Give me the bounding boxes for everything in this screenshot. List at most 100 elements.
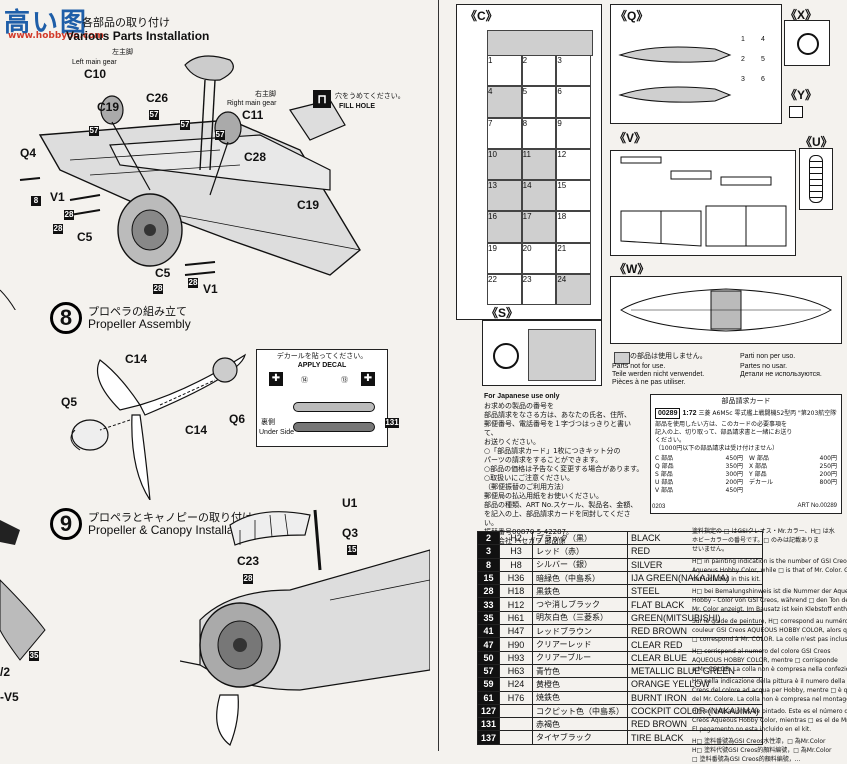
left-main-gear-jp: 左主脚	[112, 48, 133, 56]
paint-note-line: Aqueous Hobby Color, while □ is that of …	[692, 567, 847, 574]
paint-number: 47	[476, 637, 501, 652]
fill-hole-en: FILL HOLE	[339, 103, 376, 110]
paint-aqueous-code: H61	[499, 610, 534, 626]
paint-note-line: AQUEOUS HOBBY COLOR, mentre □ corrispond…	[692, 657, 838, 664]
order-line: を記入の上、部品請求カードを同封してください。	[484, 510, 631, 527]
paint-note-line: not included in this kit.	[692, 576, 761, 583]
paint-aqueous-code	[499, 730, 534, 745]
paint-number: 59	[476, 677, 501, 692]
paint-name-jp: タイヤブラック	[532, 730, 629, 745]
paint-callout-35: 35	[29, 651, 39, 661]
label-c23: C23	[237, 554, 260, 568]
paint-number: 28	[476, 584, 501, 599]
sprue-c-cell: 22	[487, 273, 522, 305]
paint-name-jp: 明灰白色（三菱系）	[532, 610, 629, 626]
not-used-en: Parts not for use.	[612, 363, 666, 370]
not-used-es2: Partes no usar.	[740, 363, 788, 370]
paint-callout-28-b: 28	[64, 210, 74, 220]
not-used-fr: Pièces à ne pas utiliser.	[612, 379, 686, 386]
sprue-s-label: 《S》	[486, 306, 519, 320]
sprue-v	[610, 150, 796, 256]
watermark-brand: 高い图	[4, 8, 89, 38]
order-line: 部品の種類、ART No.スケール、製品名、金額、	[484, 501, 638, 509]
paint-callout-57-b: 57	[149, 110, 159, 120]
order-line: ○「部品請求カード」1枚につきキット分の	[484, 447, 621, 455]
paint-number: 57	[476, 663, 501, 679]
paint-note-line: Mr. Color anzeigt. Im Bausatz ist kein K…	[692, 606, 847, 613]
sprue-c-cell: 13	[487, 180, 522, 212]
not-used-de: Teile werden nicht verwendet.	[612, 371, 705, 378]
sprue-c-cell: 12	[556, 148, 591, 180]
watermark-logo: 高い图 www.hobbyoo.com	[0, 0, 104, 42]
paint-note-line: □ correspond à Mr. COLOR. La colle n'est…	[692, 636, 847, 643]
paint-aqueous-code: H90	[499, 637, 534, 652]
not-used-jp: の部品は使用しません。	[630, 352, 707, 360]
right-main-gear-en: Right main gear	[227, 100, 277, 107]
sprue-c-cell: 18	[556, 211, 591, 243]
paint-name-jp: レッド（赤）	[532, 544, 629, 559]
step9-aircraft-illustration	[180, 509, 430, 746]
sprue-c-cell: 14	[521, 180, 557, 212]
sprue-c-label: 《C》	[465, 9, 498, 23]
label-c14-a: C14	[125, 352, 148, 366]
sprue-u-label: 《U》	[800, 135, 833, 149]
label-q5: Q5	[61, 395, 78, 409]
paint-number: 15	[476, 570, 501, 586]
order-line: （郵便振替のご利用方法）	[484, 483, 568, 491]
paint-aqueous-code: H93	[499, 650, 534, 665]
fill-hole-jp: 穴をうめてください。	[335, 92, 405, 100]
paint-aqueous-code: H63	[499, 663, 534, 679]
paint-aqueous-code: H3	[499, 544, 534, 559]
sprue-c-cell: 16	[487, 211, 522, 243]
paint-number: 35	[476, 610, 501, 626]
paint-note-line: del Mr. Colore. La colla non è compresa …	[692, 696, 847, 703]
paint-note-line: H□ in painting indication is the number …	[692, 558, 847, 565]
label-c5-b: C5	[155, 266, 171, 280]
order-info-text: お求めの製品の番号を 部品請求をなさる方は、あなたの氏名、住所、 郵便番号、電話…	[484, 402, 644, 546]
paint-name-jp: クリアーブルー	[532, 650, 629, 665]
paint-note-line: ホビーカラーの番号です。□ のみは記載ありま	[692, 537, 819, 544]
paint-number: 2	[476, 530, 501, 546]
sprue-c-cell: 6	[556, 86, 591, 118]
paint-callout-57-c: 57	[180, 120, 190, 130]
paint-aqueous-code	[499, 703, 534, 719]
sprue-c-cell: 4	[487, 86, 522, 118]
sprue-c-cell: 19	[487, 242, 522, 274]
step8-title-en: Propeller Assembly	[88, 317, 191, 331]
sprue-c-cell: 17	[521, 211, 557, 243]
paint-name-jp: つや消しブラック	[532, 597, 629, 612]
paint-name-jp: 焼鉄色	[532, 690, 629, 705]
watermark-url: www.hobbyoo.com	[8, 31, 104, 41]
paint-number: 61	[476, 690, 501, 705]
label-c28: C28	[244, 150, 267, 164]
paint-note-line: 塗料指定の □ はGSIクレオス・Mr.カラー、H□ は水	[692, 528, 835, 535]
paint-aqueous-code: H18	[499, 584, 534, 599]
card-code: 00289	[655, 408, 681, 419]
label-v2-fragment: /2	[0, 665, 11, 679]
paint-number: 131	[476, 717, 501, 732]
paint-name-en: TIRE BLACK	[627, 730, 763, 745]
order-line: 部品請求をなさる方は、あなたの氏名、住所、	[484, 411, 631, 419]
paint-number: 8	[476, 557, 501, 572]
label-c11: C11	[242, 108, 264, 122]
sprue-c-cell: 3	[556, 55, 591, 87]
label-c26: C26	[146, 91, 169, 105]
sprue-q-part: 6	[761, 76, 765, 83]
card-name: 三菱 A6M5c 零式艦上戦闘機52型丙 "第203航空隊"	[698, 410, 837, 417]
paint-callout-57-d: 57	[215, 130, 225, 140]
label-q3: Q3	[342, 526, 359, 540]
card-line: （1000円以下の部品請求は受け付けません）	[655, 445, 779, 452]
sprue-s	[482, 320, 602, 386]
sprue-c-grid: 1 2 3 4 5 6 7 8 9 10 11 12 13 14 15 16 1…	[487, 55, 591, 305]
step7-aircraft-illustration	[0, 55, 361, 310]
sprue-c-cell: 10	[487, 148, 522, 180]
not-used-es: Parti non per uso.	[740, 353, 796, 360]
